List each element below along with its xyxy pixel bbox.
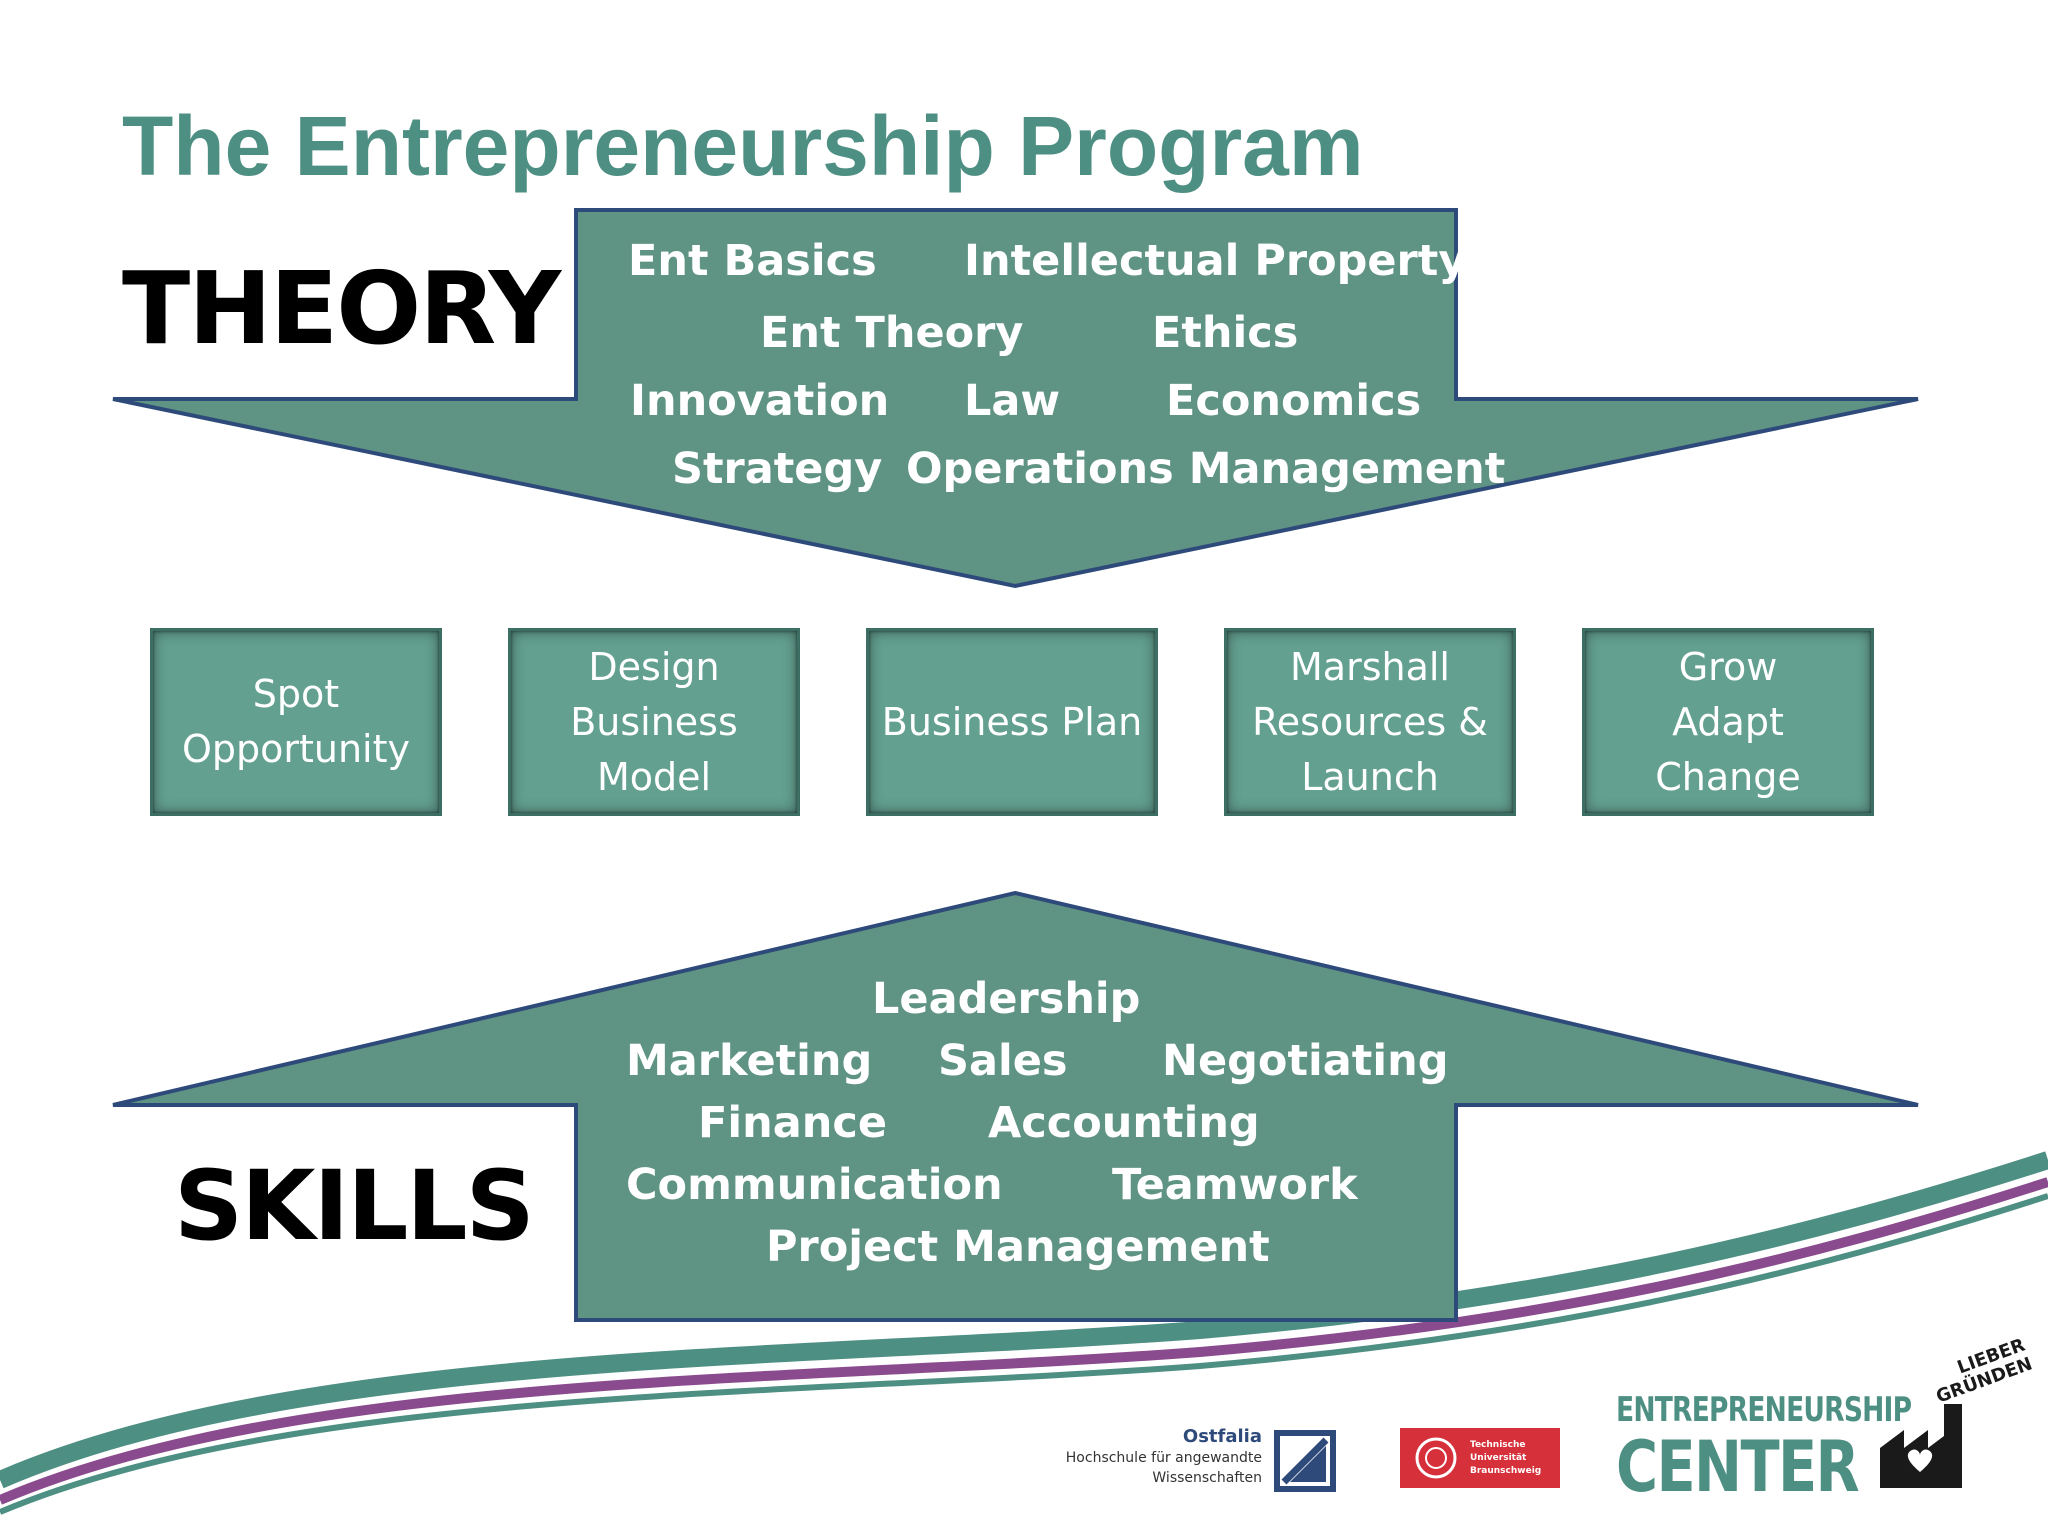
topic-operations-management: Operations Management (906, 444, 1506, 494)
topic-innovation: Innovation (630, 376, 890, 426)
topic-ent-basics: Ent Basics (628, 236, 877, 286)
stage-marshall-resources-launch: Marshall Resources & Launch (1224, 628, 1516, 816)
tu-line3: Braunschweig (1470, 1466, 1542, 1476)
ent-center-line2: CENTER (1616, 1426, 1860, 1508)
ostfalia-logo: Ostfalia Hochschule für angewandte Wisse… (1052, 1426, 1342, 1496)
tu-line2: Universität (1470, 1453, 1527, 1463)
skill-accounting: Accounting (988, 1098, 1260, 1148)
lion-seal-icon (1415, 1437, 1457, 1479)
slide-title: The Entrepreneurship Program (122, 99, 1364, 193)
stage-line: Adapt (1672, 699, 1784, 744)
stage-design-business-model: Design Business Model (508, 628, 800, 816)
skills-up-arrow (112, 890, 1919, 1322)
stage-line: Marshall (1290, 644, 1450, 689)
entrepreneurship-center-logo: ENTREPRENEURSHIP CENTER LIEBER GRÜNDEN (1616, 1335, 2035, 1508)
ostfalia-line2: Wissenschaften (1152, 1470, 1262, 1486)
skill-marketing: Marketing (626, 1036, 873, 1086)
stage-line: Design (588, 644, 720, 689)
topic-strategy: Strategy (672, 444, 883, 494)
theory-down-arrow (112, 208, 1919, 589)
stage-line: Opportunity (181, 727, 411, 771)
skills-label: SKILLS (174, 1150, 535, 1262)
topic-ethics: Ethics (1152, 308, 1299, 358)
stage-line: Model (596, 754, 712, 799)
stage-line: Business Plan (881, 699, 1143, 744)
skill-project-management: Project Management (766, 1222, 1270, 1272)
topic-ent-theory: Ent Theory (760, 308, 1024, 358)
ostfalia-icon (1274, 1430, 1336, 1492)
topic-economics: Economics (1166, 376, 1422, 426)
skill-communication: Communication (626, 1160, 1003, 1210)
tu-braunschweig-logo: Technische Universität Braunschweig (1400, 1428, 1560, 1488)
stage-spot-opportunity: Spot Opportunity (150, 628, 442, 816)
skill-teamwork: Teamwork (1112, 1160, 1358, 1210)
stage-line: Change (1655, 754, 1801, 799)
theory-label: THEORY (122, 250, 561, 367)
skill-finance: Finance (698, 1098, 888, 1148)
stage-line: Business (570, 699, 738, 744)
stage-business-plan: Business Plan (866, 628, 1158, 816)
skill-negotiating: Negotiating (1162, 1036, 1449, 1086)
skill-sales: Sales (938, 1036, 1068, 1086)
ostfalia-line1: Hochschule für angewandte (1065, 1450, 1262, 1466)
skill-leadership: Leadership (872, 974, 1141, 1024)
ent-center-line1: ENTREPRENEURSHIP (1616, 1390, 1912, 1430)
stage-line: Spot (252, 672, 340, 716)
stage-line: Grow (1678, 644, 1778, 689)
ostfalia-name: Ostfalia (1182, 1426, 1262, 1447)
topic-law: Law (964, 376, 1061, 426)
stage-grow-adapt-change: Grow Adapt Change (1582, 628, 1874, 816)
tu-line1: Technische (1470, 1440, 1526, 1450)
factory-heart-icon (1880, 1404, 1962, 1488)
stage-line: Launch (1301, 754, 1439, 799)
stage-line: Resources & (1252, 699, 1488, 744)
topic-intellectual-property: Intellectual Property (964, 236, 1467, 286)
